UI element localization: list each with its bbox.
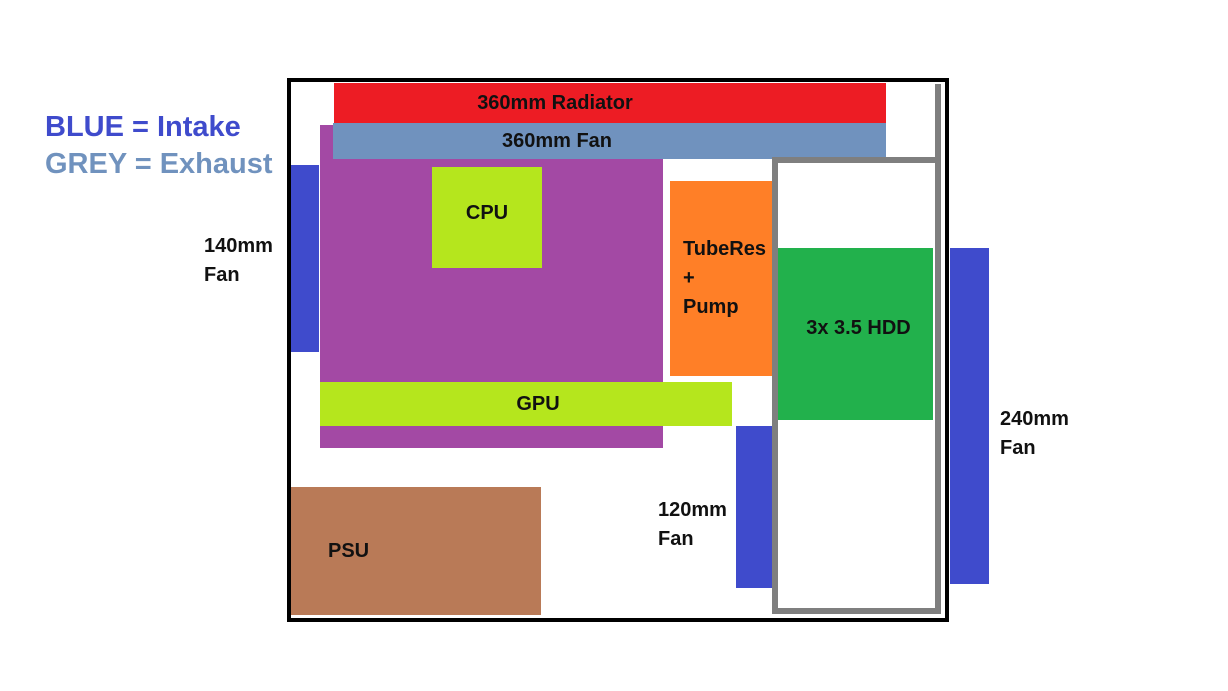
radiator: 360mm Radiator [334, 83, 886, 123]
side-240mm-fan [950, 248, 989, 584]
drive-cage [772, 157, 941, 614]
legend-intake: BLUE = Intake [45, 111, 241, 143]
top-360mm-fan: 360mm Fan [333, 123, 886, 159]
hdd-cage: 3x 3.5 HDD [778, 248, 933, 420]
front-140mm-fan [291, 165, 319, 352]
pump-label: Pump [683, 296, 739, 318]
tuberes-label: TubeRes [683, 238, 766, 260]
radiator-label: 360mm Radiator [477, 91, 633, 114]
psu: PSU [291, 487, 541, 615]
front-fan-label: 140mm Fan [204, 235, 273, 286]
gpu: GPU [320, 382, 732, 426]
case-outline [287, 78, 949, 622]
middle-120mm-fan [736, 426, 772, 588]
cpu-label: CPU [465, 202, 509, 224]
side-fan-label: 240mm Fan [1000, 408, 1069, 459]
legend-exhaust: GREY = Exhaust [45, 148, 273, 180]
drive-cage-upper-rail [935, 84, 941, 164]
tuberes-pump: TubeRes + Pump [670, 181, 774, 376]
middle-fan-label: 120mm Fan [658, 499, 727, 550]
gpu-label: GPU [516, 392, 560, 415]
top-fan-label: 360mm Fan [501, 129, 613, 152]
hdd-label: 3x 3.5 HDD [806, 316, 911, 339]
psu-label: PSU [328, 540, 370, 562]
cpu: CPU [432, 167, 542, 268]
tuberes-plus: + [683, 267, 695, 289]
